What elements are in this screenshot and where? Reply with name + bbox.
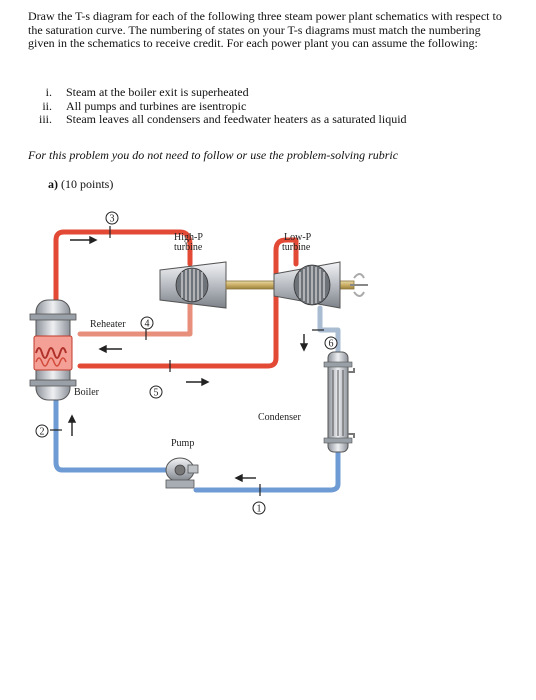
flow-arrows <box>67 235 309 483</box>
high-p-turbine-label-line2: turbine <box>174 242 203 253</box>
assumption-number: i. <box>45 85 52 99</box>
part-a-points: (10 points) <box>61 177 114 191</box>
pipe-state-2 <box>53 397 169 473</box>
high-p-turbine <box>159 261 227 309</box>
pipe-state-6 <box>317 305 341 355</box>
reheater-label: Reheater <box>90 319 126 330</box>
assumption-number: ii. <box>42 98 52 113</box>
condenser-unit <box>323 351 355 453</box>
low-p-turbine <box>273 261 341 309</box>
pipe-state-3 <box>53 229 193 303</box>
pipe-state-1 <box>193 449 341 493</box>
assumption-item: iii. Steam leaves all condensers and fee… <box>28 113 508 127</box>
state-3-label: 3 <box>110 214 115 225</box>
part-a-letter: a) <box>48 177 58 191</box>
low-p-turbine-label-line1: Low-P <box>284 232 312 243</box>
state-5-label: 5 <box>154 388 159 399</box>
part-a-heading: a) (10 points) <box>48 177 113 192</box>
pump-label: Pump <box>171 438 194 449</box>
boiler-unit <box>29 299 77 401</box>
assumption-list: i. Steam at the boiler exit is superheat… <box>28 85 508 127</box>
rubric-note: For this problem you do not need to foll… <box>28 148 399 162</box>
shaft-coupling <box>350 273 368 297</box>
low-p-turbine-label-line2: turbine <box>282 242 311 253</box>
assumption-number: iii. <box>38 112 52 127</box>
assumption-text: All pumps and turbines are isentropic <box>66 98 247 113</box>
boiler-label: Boiler <box>74 387 100 398</box>
state-4-label: 4 <box>145 319 150 330</box>
condenser-label: Condenser <box>258 412 301 423</box>
state-1-label: 1 <box>257 504 262 515</box>
problem-intro: Draw the T-s diagram for each of the fol… <box>28 9 502 51</box>
assumption-item: i. Steam at the boiler exit is superheat… <box>28 85 508 100</box>
assumption-text: Steam leaves all condensers and feedwate… <box>66 112 407 127</box>
turbine-shaft <box>225 280 275 290</box>
high-p-turbine-label-line1: High-P <box>174 232 203 243</box>
assumption-item: ii. All pumps and turbines are isentropi… <box>28 98 508 114</box>
state-6-label: 6 <box>329 339 334 350</box>
assumption-text: Steam at the boiler exit is superheated <box>66 85 249 99</box>
pump-unit <box>165 457 199 489</box>
state-2-label: 2 <box>40 427 45 438</box>
pipe-state-5 <box>77 237 299 369</box>
pipe-state-4 <box>77 301 193 337</box>
